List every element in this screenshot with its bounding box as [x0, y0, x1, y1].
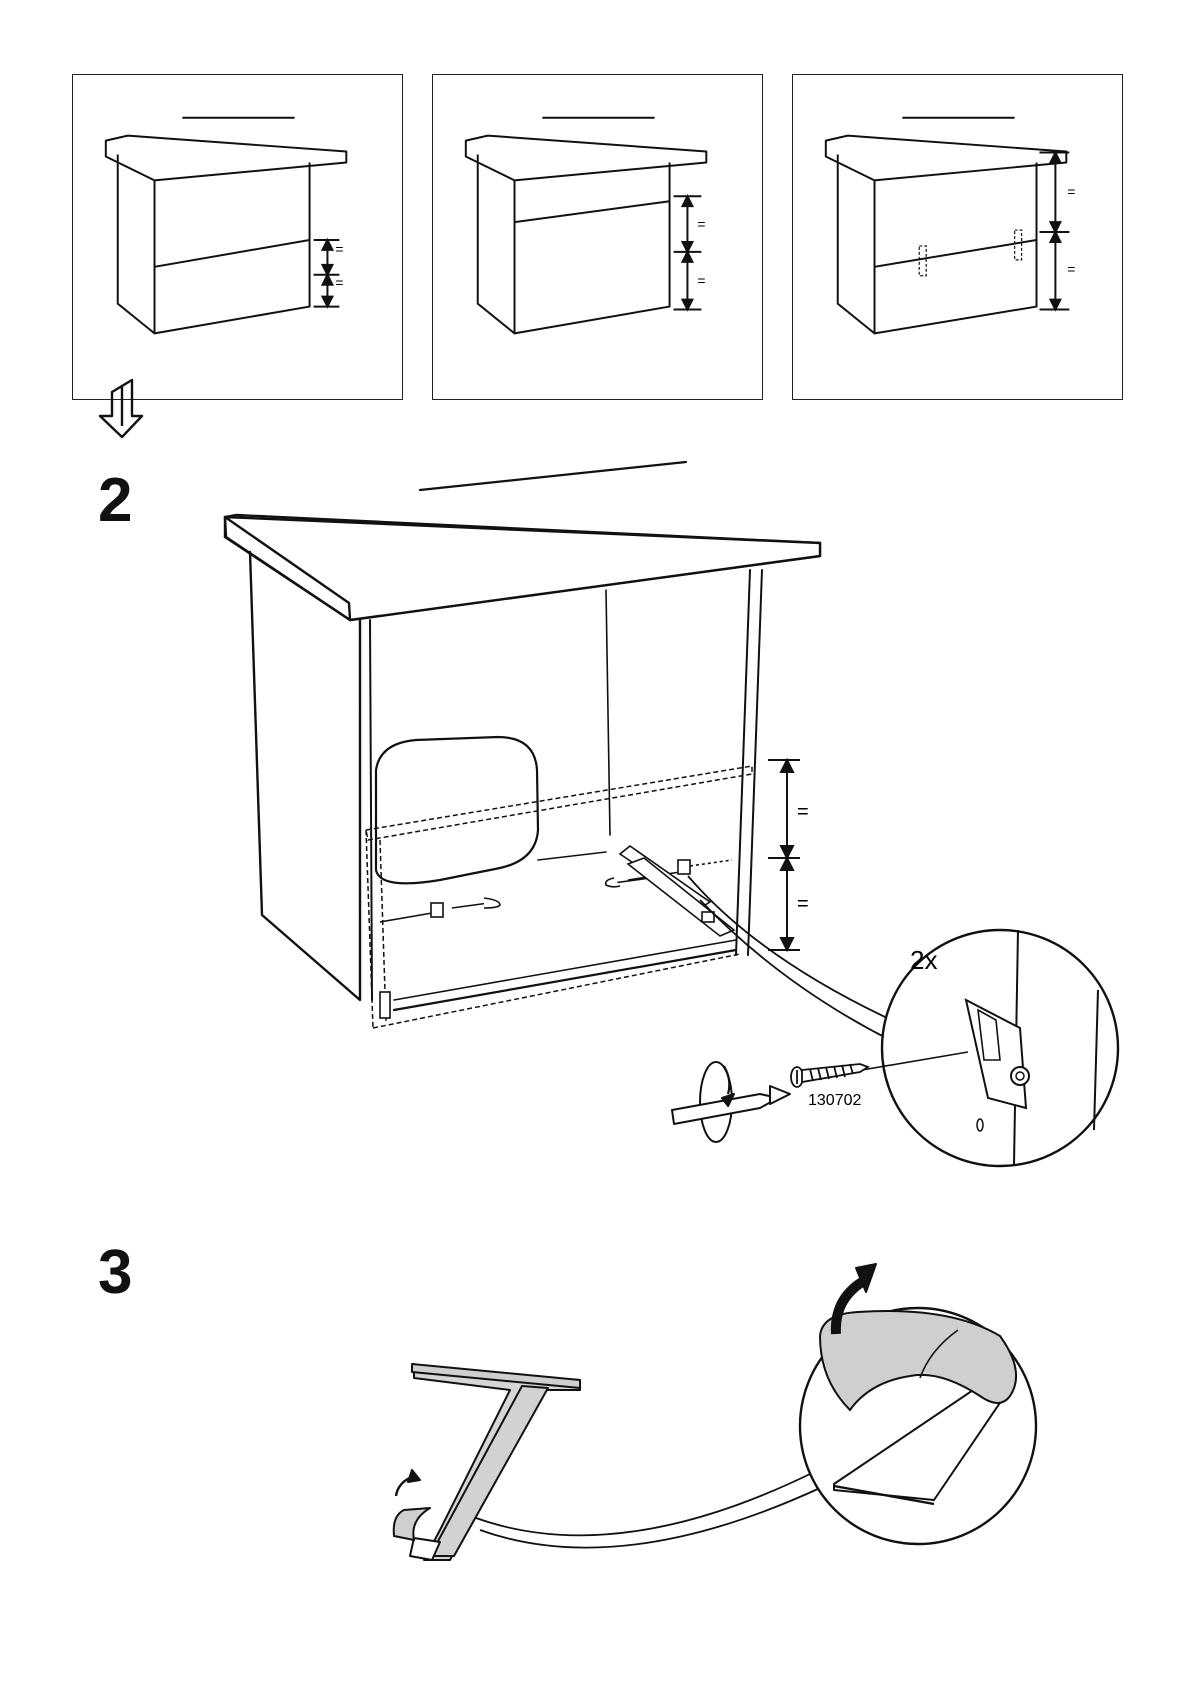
- bracket-fittings: [380, 846, 734, 1018]
- screwdriver-icon: [672, 1062, 790, 1142]
- screw-part-number: 130702: [808, 1092, 861, 1109]
- step-3-tape-drawing: [394, 1264, 1036, 1560]
- equal-sign-top: =: [797, 801, 809, 823]
- equal-spacing-dimension: [768, 760, 800, 950]
- screw-icon: [791, 1064, 868, 1087]
- quantity-label: 2x: [910, 945, 937, 975]
- next-step-arrow-icon: [100, 380, 142, 437]
- equal-sign-bottom: =: [797, 893, 809, 915]
